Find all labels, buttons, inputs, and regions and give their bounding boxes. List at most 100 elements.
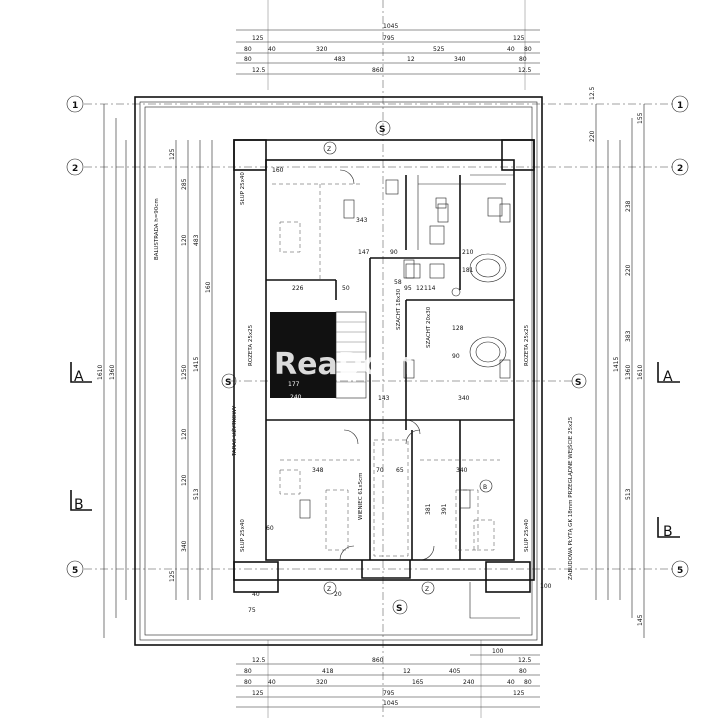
section-b-right: B [663,524,673,540]
left-dimensions: 1610 1360 1415 1250 125 285 483 120 160 … [97,104,213,638]
interior-dimensions: 343 147 90 210 226 50 95 12 114 181 128 … [248,167,552,614]
dim-right-1360: 1360 [625,365,632,380]
dim-left-120a: 120 [181,234,188,246]
axis-bubble-1-right [671,95,689,113]
dim-right-220a: 220 [589,130,596,142]
axis-label-s-bottom: S [396,604,402,614]
dim-bot-r3-e: 240 [463,679,475,686]
label-slup-bl: SŁUP 25x40 [240,519,246,552]
dim-left-1610: 1610 [97,365,104,380]
dim-left-1250: 1250 [181,365,188,380]
label-szacht-right: SZACHT 20x30 [426,306,432,348]
dim-right-1610: 1610 [637,365,644,380]
axis-label-2-left: 2 [72,164,78,174]
idim-391: 391 [441,503,448,515]
dim-bot-r3-g: 80 [524,679,532,686]
dim-bot-r3-b: 40 [268,679,276,686]
dim-top-r5-a: 12.5 [252,67,266,74]
room-tags [299,199,511,519]
idim-75: 75 [248,607,256,614]
interior-walls [266,174,514,560]
dim-top-r3-c: 320 [316,46,328,53]
dim-top-r4-a: 80 [244,56,252,63]
idim-70: 70 [376,467,384,474]
axis-bubble-s-right [571,373,587,389]
dim-top-r3-f: 80 [524,46,532,53]
axis-label-s-left: S [225,378,231,388]
dim-right-220b: 220 [625,264,632,276]
dim-bot-r2-b: 418 [322,668,334,675]
stair-opening: 177 240 [270,311,367,401]
stair-dim-240: 240 [290,394,302,401]
annotations: SŁUP 25x40 SŁUP 25x40 SŁUP 25x40 ROZETA … [231,172,574,580]
dim-left-125: 125 [169,148,176,160]
dim-left-513: 513 [193,488,200,500]
right-dimensions: 1610 1360 1415 155 220 238 220 383 513 1… [589,86,645,638]
idim-90: 90 [390,249,398,256]
dim-bot-r1-b: 860 [372,657,384,664]
section-markers: A B A B [70,362,680,540]
bottom-dimensions: 100 12.5 860 12.5 80 418 12 405 80 80 40… [236,640,540,718]
corner-column-br [485,561,531,593]
label-szacht-left: SZACHT 18x30 [396,288,402,330]
idim-381: 381 [425,503,432,515]
dim-left-483: 483 [193,234,200,246]
corner-column-tr [501,139,535,171]
label-rozeta-left: ROZETA 25x25 [248,324,254,366]
dim-left-285: 285 [181,178,188,190]
dim-bot-r0: 100 [492,648,504,655]
dim-top-r2-b: 795 [383,35,395,42]
idim-12: 12 [416,285,424,292]
dim-top-r4-e: 80 [519,56,527,63]
dim-top-r3-a: 80 [244,46,252,53]
axis-label-2-right: 2 [677,164,683,174]
dim-left-120b: 120 [181,428,188,440]
balustrade-label: BALUSTRADA h=90cm [154,198,160,260]
label-rozeta-right: ROZETA 25x25 [524,324,530,366]
dim-right-12.5: 12.5 [589,86,596,100]
idim-90b: 90 [452,353,460,360]
dim-left-160: 160 [205,281,212,293]
dim-right-513: 513 [625,488,632,500]
idim-40: 40 [252,591,260,598]
idim-210: 210 [462,249,474,256]
idim-65: 65 [396,467,404,474]
dim-bot-r4-b: 795 [383,690,395,697]
top-dimensions: 1045 125 795 125 80 40 320 525 40 80 80 … [236,0,540,90]
grid-axes: 1 2 5 1 2 5 S S S S [66,0,689,718]
idim-114: 114 [424,285,436,292]
axis-bubble-5-right [671,560,689,578]
label-taras: TARAS UŻYTKOWY [231,405,238,457]
hidden-lines [272,183,500,557]
dim-top-r3-d: 525 [433,46,445,53]
toilet [429,225,445,245]
idim-181: 181 [462,267,474,274]
axis-label-s-top: S [379,125,385,135]
marker-z-bottom-right: Z [425,586,429,593]
section-a-left: A [74,369,84,385]
dim-top-total: 1045 [383,23,398,30]
dim-top-r3-b: 40 [268,46,276,53]
axis-label-1-left: 1 [72,101,78,111]
dim-bot-r2-a: 80 [244,668,252,675]
dim-right-155: 155 [637,112,644,124]
idim-20: 20 [334,591,342,598]
dim-top-r4-c: 12 [407,56,415,63]
dim-top-r2-c: 125 [513,35,525,42]
dim-right-238: 238 [625,200,632,212]
idim-340b: 340 [456,467,468,474]
dim-bot-r3-a: 80 [244,679,252,686]
section-b-left: B [74,497,84,513]
idim-348: 348 [312,467,324,474]
axis-bubble-5-left [66,560,84,578]
section-a-right: A [663,369,673,385]
axis-bubble-s-top [375,120,391,136]
dim-top-r4-d: 340 [454,56,466,63]
axis-label-5-left: 5 [72,566,78,576]
building-outline [134,96,543,646]
axis-label-s-right: S [575,378,581,388]
axis-bubble-s-left [221,373,237,389]
dim-top-r5-c: 12.5 [518,67,532,74]
bathtub-upper [469,253,507,283]
idim-50: 50 [342,285,350,292]
